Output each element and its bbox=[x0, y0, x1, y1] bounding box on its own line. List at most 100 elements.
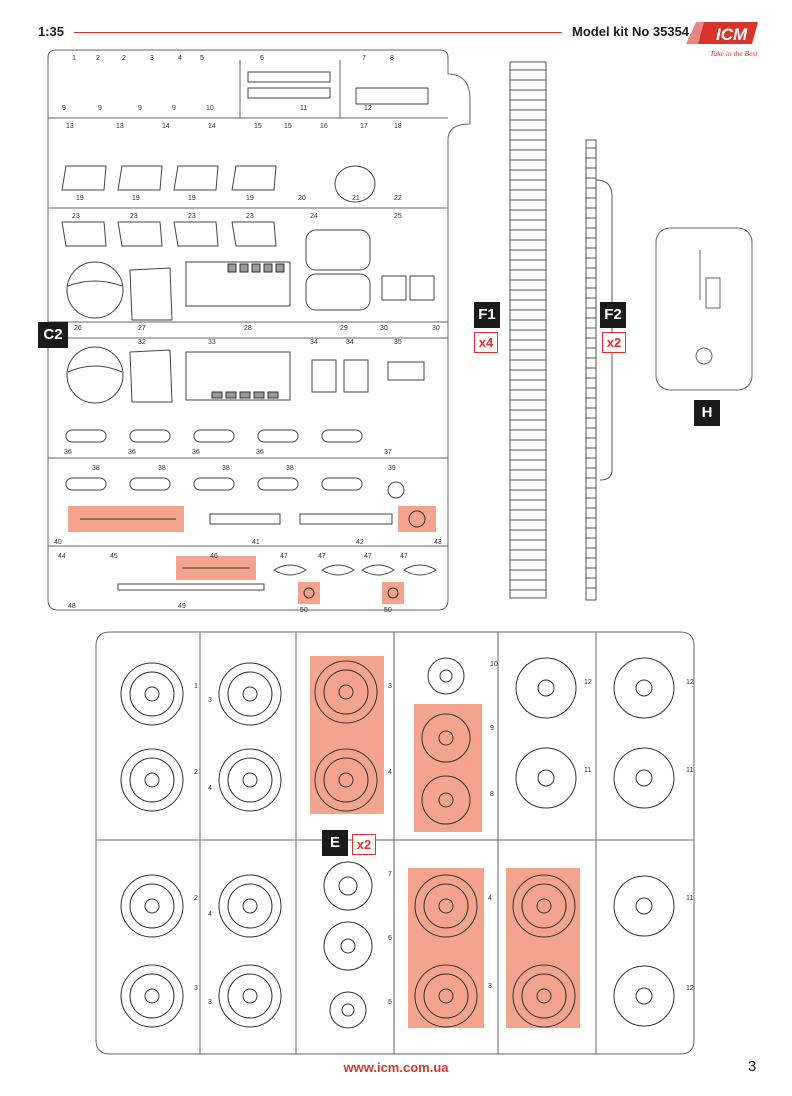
part-number: 5 bbox=[388, 999, 392, 1006]
part-number: 47 bbox=[364, 553, 372, 560]
logo-tagline: Take in the Best bbox=[710, 49, 758, 58]
part-number: 15 bbox=[284, 123, 292, 130]
part-number: 1 bbox=[194, 683, 198, 690]
part-number: 3 bbox=[208, 999, 212, 1006]
part-number: 11 bbox=[686, 767, 693, 774]
sprue-mult-e: x2 bbox=[352, 834, 376, 855]
part-number: 3 bbox=[488, 983, 492, 990]
part-number: 40 bbox=[54, 539, 62, 546]
part-number: 19 bbox=[76, 195, 84, 202]
part-number: 50 bbox=[300, 607, 308, 614]
header-rule bbox=[74, 32, 562, 33]
part-number: 12 bbox=[364, 105, 372, 112]
part-number: 9 bbox=[138, 105, 142, 112]
part-number: 26 bbox=[74, 325, 82, 332]
footer-url[interactable]: www.icm.com.ua bbox=[343, 1060, 449, 1075]
part-number: 4 bbox=[488, 895, 492, 902]
part-number: 36 bbox=[256, 449, 264, 456]
part-number: 9 bbox=[490, 725, 494, 732]
part-number: 9 bbox=[172, 105, 176, 112]
part-number: 7 bbox=[388, 871, 392, 878]
part-number: 14 bbox=[208, 123, 216, 130]
part-number: 4 bbox=[208, 911, 212, 918]
part-number: 19 bbox=[246, 195, 254, 202]
part-number: 3 bbox=[208, 697, 212, 704]
part-number: 46 bbox=[210, 553, 218, 560]
part-number: 10 bbox=[490, 661, 498, 668]
part-number: 11 bbox=[686, 895, 693, 902]
part-number: 7 bbox=[362, 55, 366, 62]
part-number: 11 bbox=[584, 767, 591, 774]
part-number: 21 bbox=[352, 195, 360, 202]
part-number: 23 bbox=[72, 213, 80, 220]
part-number: 17 bbox=[360, 123, 368, 130]
part-number: 13 bbox=[66, 123, 74, 130]
sprue-mult-f1: x4 bbox=[474, 332, 498, 353]
part-number: 48 bbox=[68, 603, 76, 610]
page-number: 3 bbox=[748, 1058, 757, 1075]
part-number: 43 bbox=[434, 539, 442, 546]
part-number: 25 bbox=[394, 213, 402, 220]
part-number: 19 bbox=[188, 195, 196, 202]
part-number: 34 bbox=[310, 339, 318, 346]
part-number: 6 bbox=[388, 935, 392, 942]
part-number: 49 bbox=[178, 603, 186, 610]
part-number: 12 bbox=[686, 985, 694, 992]
sprue-label-f1: F1 bbox=[474, 302, 500, 328]
part-number: 24 bbox=[310, 213, 318, 220]
part-number: 33 bbox=[208, 339, 216, 346]
part-number: 38 bbox=[286, 465, 294, 472]
part-number: 41 bbox=[252, 539, 260, 546]
part-number: 6 bbox=[260, 55, 264, 62]
part-number: 28 bbox=[244, 325, 252, 332]
part-number: 36 bbox=[192, 449, 200, 456]
part-number: 2 bbox=[194, 769, 198, 776]
part-number: 22 bbox=[394, 195, 402, 202]
sprue-label-f2: F2 bbox=[600, 302, 626, 328]
part-number: 23 bbox=[188, 213, 196, 220]
part-number: 36 bbox=[64, 449, 72, 456]
part-number: 4 bbox=[178, 55, 182, 62]
part-number: 9 bbox=[62, 105, 66, 112]
part-number: 32 bbox=[138, 339, 146, 346]
part-number: 4 bbox=[388, 769, 392, 776]
part-number: 13 bbox=[116, 123, 124, 130]
part-number: 18 bbox=[394, 123, 402, 130]
part-number: 3 bbox=[150, 55, 154, 62]
part-number: 20 bbox=[298, 195, 306, 202]
part-number: 9 bbox=[98, 105, 102, 112]
part-number: 50 bbox=[384, 607, 392, 614]
part-number: 36 bbox=[128, 449, 136, 456]
part-number: 16 bbox=[320, 123, 328, 130]
icm-logo: ICM Take in the Best bbox=[686, 22, 758, 58]
sprue-label-c2: C2 bbox=[38, 322, 68, 348]
part-number: 38 bbox=[158, 465, 166, 472]
part-number: 1 bbox=[72, 55, 76, 62]
sprue-label-e: E bbox=[322, 830, 348, 856]
kit-title: Model kit No 35354 bbox=[572, 24, 690, 39]
sprue-h-frame bbox=[655, 227, 753, 391]
part-number: 39 bbox=[388, 465, 396, 472]
part-number: 38 bbox=[92, 465, 100, 472]
part-number: 12 bbox=[686, 679, 694, 686]
sprue-e-frame bbox=[95, 631, 695, 1055]
logo-brand: ICM bbox=[716, 25, 748, 44]
part-number: 44 bbox=[58, 553, 66, 560]
part-number: 47 bbox=[400, 553, 408, 560]
part-number: 42 bbox=[356, 539, 364, 546]
part-number: 30 bbox=[380, 325, 388, 332]
part-number: 8 bbox=[490, 791, 494, 798]
part-number: 29 bbox=[340, 325, 348, 332]
part-number: 3 bbox=[194, 985, 198, 992]
part-number: 3 bbox=[388, 683, 392, 690]
scale-label: 1:35 bbox=[38, 24, 65, 39]
sprue-mult-f2: x2 bbox=[602, 332, 626, 353]
part-number: 8 bbox=[390, 55, 394, 62]
part-number: 37 bbox=[384, 449, 392, 456]
part-number: 30 bbox=[432, 325, 440, 332]
part-number: 4 bbox=[208, 785, 212, 792]
sprue-c2-frame bbox=[47, 49, 471, 611]
part-number: 27 bbox=[138, 325, 146, 332]
part-number: 2 bbox=[194, 895, 198, 902]
